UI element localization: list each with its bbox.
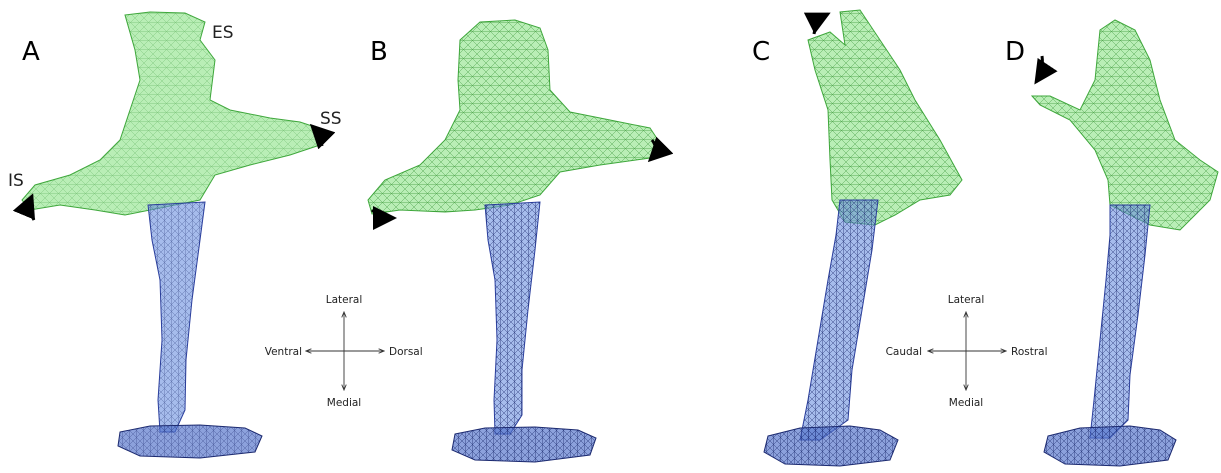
ss-label: SS (320, 109, 342, 129)
panel-b: B (368, 20, 658, 462)
compass-right-caudal: Caudal (886, 346, 922, 358)
columella-mesh-b (368, 20, 658, 462)
columella-mesh-c (764, 10, 962, 466)
orientation-compass-ventral-dorsal: Lateral Medial Ventral Dorsal (265, 294, 423, 409)
compass-right-lateral: Lateral (948, 294, 985, 306)
is-label: IS (8, 171, 24, 191)
panel-label-a: A (22, 37, 40, 67)
compass-left-ventral: Ventral (265, 346, 302, 358)
panel-a: A ES SS IS (8, 12, 342, 458)
compass-right-medial: Medial (949, 397, 983, 409)
panel-d: D (1005, 20, 1218, 466)
panel-label-b: B (370, 37, 388, 67)
panel-label-d: D (1005, 37, 1025, 67)
columella-mesh-d (1032, 20, 1218, 466)
compass-right-rostral: Rostral (1011, 346, 1048, 358)
compass-left-medial: Medial (327, 397, 361, 409)
compass-left-lateral: Lateral (326, 294, 363, 306)
rotation-arrow-c (814, 14, 828, 34)
panel-label-c: C (752, 37, 770, 67)
columella-mesh-a (22, 12, 320, 458)
orientation-compass-caudal-rostral: Lateral Medial Caudal Rostral (886, 294, 1048, 409)
rotation-arrow-d (1036, 56, 1042, 82)
panel-c: C (752, 10, 962, 466)
compass-left-dorsal: Dorsal (389, 346, 423, 358)
es-label: ES (212, 23, 234, 43)
